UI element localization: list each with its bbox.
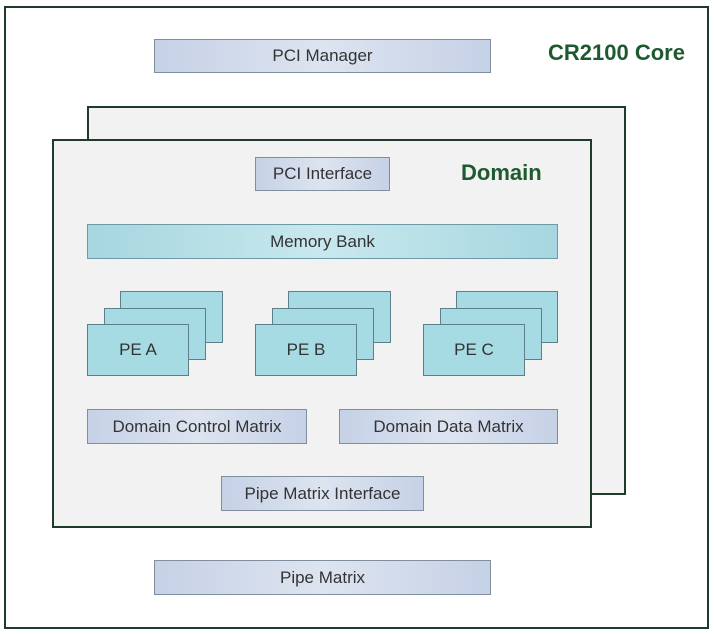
pe-c-card: PE C xyxy=(423,324,525,376)
core-title: CR2100 Core xyxy=(548,40,685,65)
pe-b-card: PE B xyxy=(255,324,357,376)
pci-manager-box: PCI Manager xyxy=(154,39,491,73)
domain-data-matrix-box: Domain Data Matrix xyxy=(339,409,558,444)
pe-a-card: PE A xyxy=(87,324,189,376)
domain-control-matrix-box: Domain Control Matrix xyxy=(87,409,307,444)
pci-interface-box: PCI Interface xyxy=(255,157,390,191)
pipe-matrix-interface-box: Pipe Matrix Interface xyxy=(221,476,424,511)
memory-bank-bar: Memory Bank xyxy=(87,224,558,259)
domain-title: Domain xyxy=(461,160,542,185)
pipe-matrix-box: Pipe Matrix xyxy=(154,560,491,595)
